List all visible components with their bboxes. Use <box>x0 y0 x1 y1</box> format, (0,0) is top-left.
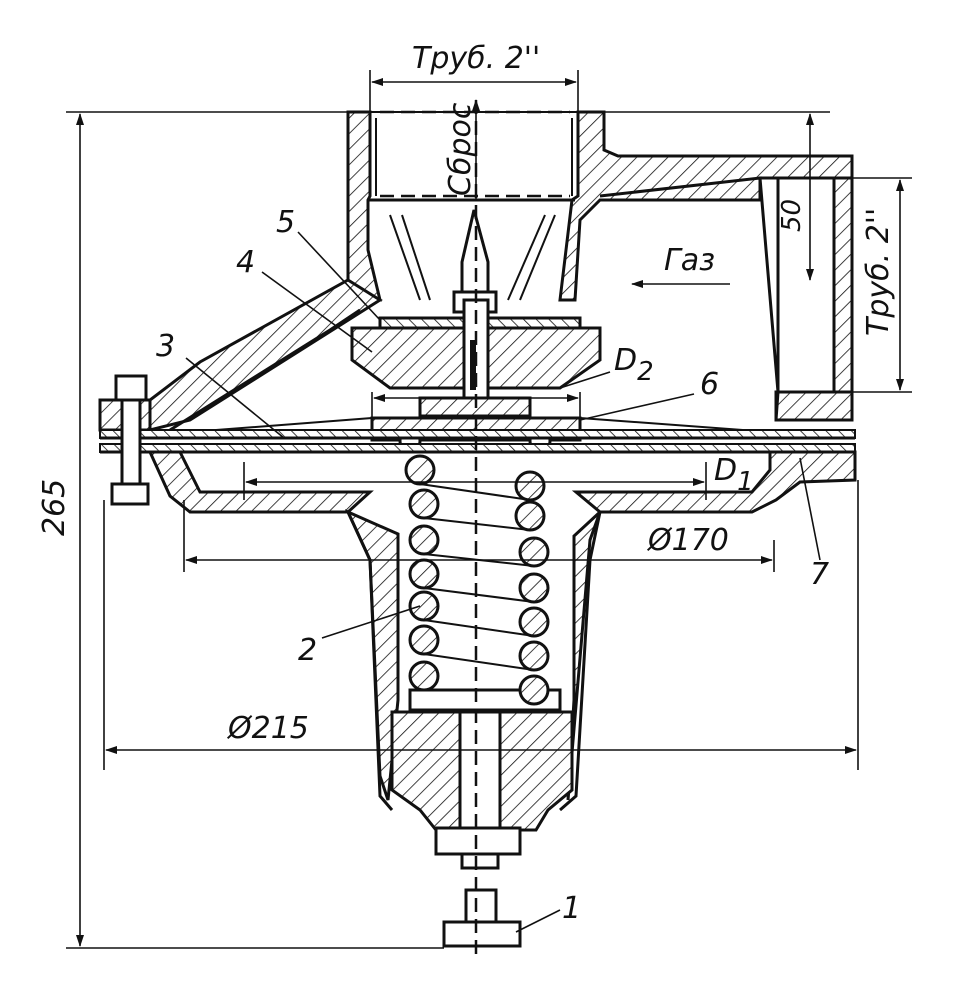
dimension-lines <box>66 70 912 949</box>
pipe-top-label: Труб. 2'' <box>412 41 540 76</box>
flange-joint <box>99 429 856 454</box>
dim-50-label: 50 <box>777 199 807 232</box>
d1-main: D <box>714 453 737 488</box>
labels: Труб. 2'' Сброс Газ 50 Труб. 2'' 265 Ø17… <box>37 41 896 926</box>
part-number-4: 4 <box>236 245 255 280</box>
d2-main: D <box>614 343 637 378</box>
leader-lines <box>185 231 821 933</box>
adjusting-screw <box>434 710 522 948</box>
d2-sub: 2 <box>637 357 654 387</box>
gas-label: Газ <box>664 243 715 278</box>
pipe-right-label: Труб. 2'' <box>861 208 896 336</box>
d2-label: D2 <box>614 343 654 387</box>
part-number-7: 7 <box>810 557 829 592</box>
part-number-5: 5 <box>276 205 295 240</box>
flange-bolt-left <box>110 374 150 506</box>
valve-seat-and-disc <box>350 298 602 402</box>
part-number-3: 3 <box>156 329 175 364</box>
dim-265-label: 265 <box>37 479 72 536</box>
dim-170-label: Ø170 <box>646 523 729 558</box>
discharge-label: Сброс <box>443 102 478 196</box>
lower-housing <box>147 450 857 832</box>
part-number-2: 2 <box>298 633 317 668</box>
valve-cage <box>368 198 575 314</box>
d1-label: D1 <box>714 453 754 497</box>
spring <box>404 454 550 706</box>
d1-sub: 1 <box>737 467 754 497</box>
dim-215-label: Ø215 <box>226 711 309 746</box>
part-number-6: 6 <box>700 367 719 402</box>
part-number-1: 1 <box>562 891 581 926</box>
